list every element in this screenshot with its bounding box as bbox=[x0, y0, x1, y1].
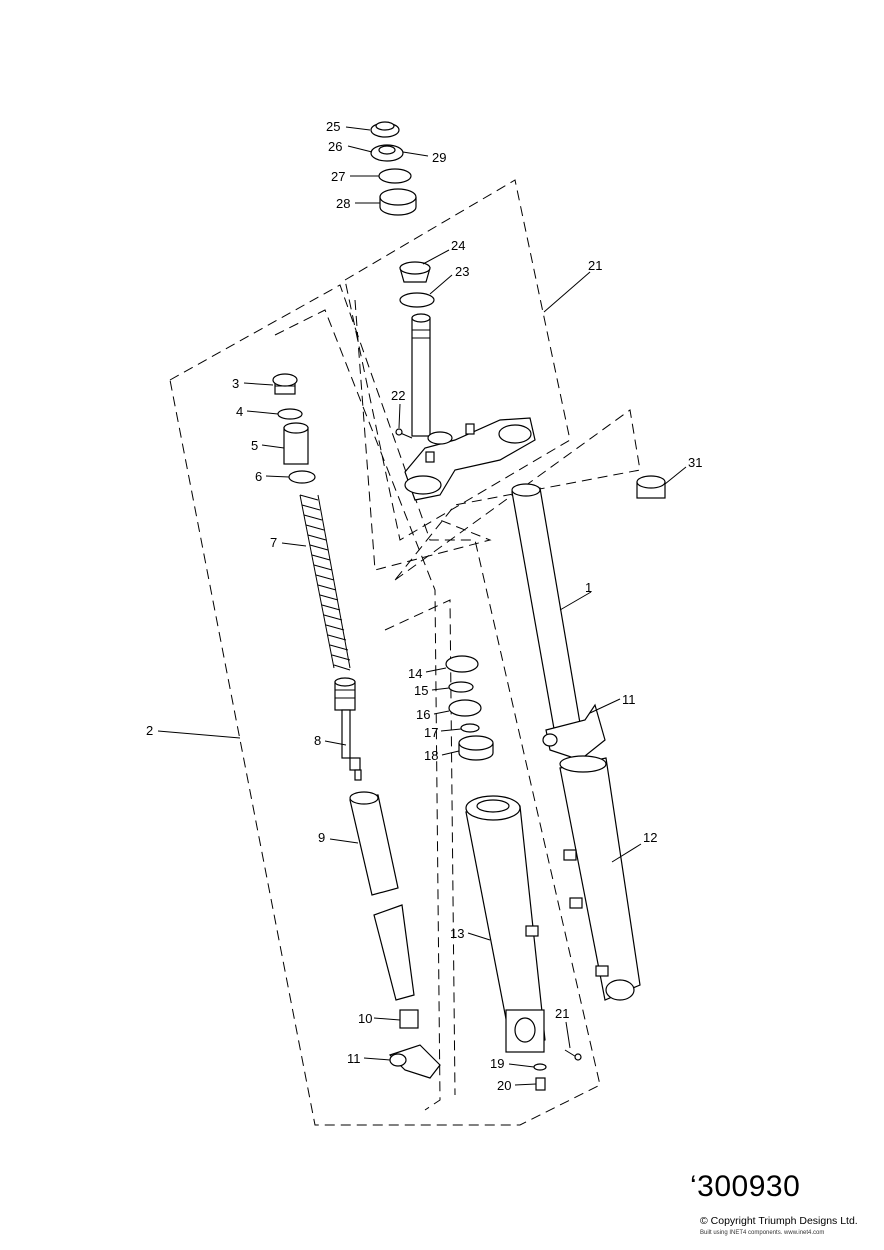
callouts: 25 26 29 27 28 24 23 21 22 3 4 5 6 31 7 … bbox=[146, 119, 702, 1093]
callout-15: 15 bbox=[414, 683, 428, 698]
stem-and-lower-yoke bbox=[404, 313, 536, 501]
damper-rod bbox=[334, 677, 362, 781]
callout-1: 1 bbox=[585, 580, 592, 595]
callout-7: 7 bbox=[270, 535, 277, 550]
fork-leg-assembly-outline bbox=[169, 284, 601, 1126]
parts bbox=[272, 121, 666, 1091]
slider-bush bbox=[458, 735, 494, 761]
leader-lines bbox=[157, 126, 687, 1086]
callout-11-upper: 11 bbox=[622, 692, 636, 707]
drain-washer bbox=[533, 1063, 547, 1071]
stem-yoke-outline bbox=[344, 179, 571, 541]
copyright-notice: © Copyright Triumph Designs Ltd. bbox=[700, 1215, 858, 1227]
callout-13: 13 bbox=[450, 926, 464, 941]
callout-30: 29 bbox=[432, 150, 446, 165]
drain-bolt bbox=[535, 1077, 546, 1091]
callout-6: 6 bbox=[255, 469, 262, 484]
axle-pinch-bolt bbox=[564, 1049, 582, 1061]
callout-3: 3 bbox=[232, 376, 239, 391]
dust-seal bbox=[399, 292, 435, 308]
callout-16: 16 bbox=[416, 707, 430, 722]
callout-27: 26 bbox=[328, 139, 342, 154]
bottom-bush bbox=[399, 1009, 419, 1029]
callout-24: 23 bbox=[455, 264, 469, 279]
oil-seal bbox=[445, 655, 479, 673]
taper-bearing bbox=[399, 261, 431, 283]
callout-9: 9 bbox=[318, 830, 325, 845]
built-with-notice: Built using INET4 components. www.inet4.… bbox=[700, 1230, 825, 1236]
o-ring bbox=[277, 408, 303, 420]
callout-4: 4 bbox=[236, 404, 243, 419]
callout-5: 5 bbox=[251, 438, 258, 453]
dust-cover bbox=[448, 699, 482, 717]
callout-2: 2 bbox=[146, 723, 153, 738]
callout-10: 10 bbox=[358, 1011, 372, 1026]
top-stem-outline bbox=[354, 299, 492, 571]
fork-stanchion bbox=[511, 483, 583, 741]
lower-fork-leg bbox=[465, 795, 546, 1053]
callout-17: 17 bbox=[424, 725, 438, 740]
spring-washer bbox=[288, 470, 316, 484]
callout-29: 28 bbox=[336, 196, 350, 211]
callout-18: 18 bbox=[424, 748, 438, 763]
damper-internal-outline bbox=[274, 309, 441, 1111]
yoke-pinch-bolt bbox=[395, 428, 413, 439]
upper-clamp bbox=[542, 703, 606, 761]
callout-31: 31 bbox=[688, 455, 702, 470]
lower-clamp bbox=[388, 1044, 441, 1079]
diagram-reference-number: ‘300930 bbox=[690, 1170, 801, 1203]
seal-kit-outline bbox=[384, 599, 456, 1096]
spacer-tube bbox=[283, 422, 309, 465]
lock-washer bbox=[370, 144, 404, 162]
callout-26: 25 bbox=[326, 119, 340, 134]
yoke-to-stanchion-outline bbox=[394, 409, 641, 581]
callout-8: 8 bbox=[314, 733, 321, 748]
fork-spring bbox=[299, 494, 351, 671]
callout-21: 21 bbox=[555, 1006, 569, 1021]
top-nut bbox=[370, 121, 400, 138]
callout-28: 27 bbox=[331, 169, 345, 184]
callout-14: 14 bbox=[408, 666, 422, 681]
callout-25: 24 bbox=[451, 238, 465, 253]
callout-11-lower: 11 bbox=[347, 1051, 361, 1066]
outer-slider bbox=[559, 755, 641, 1001]
callout-19: 19 bbox=[490, 1056, 504, 1071]
callout-12: 12 bbox=[643, 830, 657, 845]
group-outlines bbox=[169, 179, 641, 1126]
retaining-ring bbox=[460, 723, 480, 733]
seal-clip bbox=[448, 681, 474, 693]
bearing-cup bbox=[379, 188, 417, 216]
fork-top-cap bbox=[272, 373, 298, 395]
callout-23: 22 bbox=[391, 388, 405, 403]
callout-22: 21 bbox=[588, 258, 602, 273]
stem-washer bbox=[378, 168, 412, 184]
callout-20: 20 bbox=[497, 1078, 511, 1093]
damper-tube bbox=[349, 791, 415, 1001]
drain-plug bbox=[636, 475, 666, 499]
